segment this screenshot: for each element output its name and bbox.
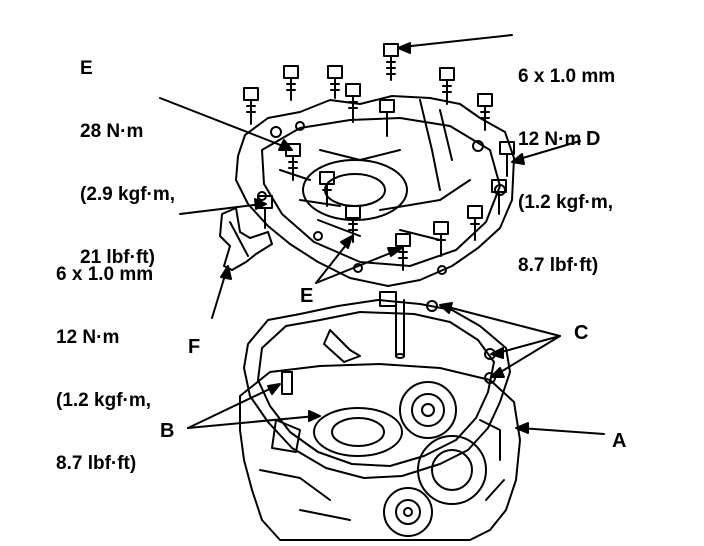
label-c: C (574, 322, 589, 344)
leader-lines (159, 34, 605, 435)
callout-e-line-3: 21 lbf·ft) (80, 247, 155, 268)
spec-top-right-line-1: 6 x 1.0 mm (518, 66, 616, 87)
callout-e-torque: E 28 N·m (2.9 kgf·m, 21 lbf·ft) (80, 16, 175, 289)
spec-top-right-line-2: 12 N·m (518, 129, 582, 150)
spec-top-right-line-3: (1.2 kgf·m, (518, 192, 614, 213)
callout-e-line-1: 28 N·m (80, 121, 144, 142)
spec-left-line-2: 12 N·m (56, 327, 120, 348)
label-b: B (160, 420, 175, 442)
spec-left-line-3: (1.2 kgf·m, (56, 390, 152, 411)
label-d: D (586, 128, 601, 150)
label-a: A (612, 430, 627, 452)
spec-left-line-4: 8.7 lbf·ft) (56, 453, 137, 474)
label-e: E (300, 285, 314, 307)
callout-bolt-spec-left: 6 x 1.0 mm 12 N·m (1.2 kgf·m, 8.7 lbf·ft… (56, 222, 153, 495)
spec-left-line-1: 6 x 1.0 mm (56, 264, 154, 285)
upper-housing (235, 95, 515, 287)
callout-bolt-spec-top-right: 6 x 1.0 mm 12 N·m (1.2 kgf·m, 8.7 lbf·ft… (518, 24, 615, 297)
label-f: F (188, 336, 201, 358)
bracket-f (219, 207, 273, 271)
lower-housing (239, 363, 521, 541)
callout-e-line-2: (2.9 kgf·m, (80, 184, 176, 205)
spec-top-right-line-4: 8.7 lbf·ft) (518, 255, 599, 276)
bolts (243, 43, 515, 271)
callout-e-letter: E (80, 58, 93, 79)
gasket-outline (243, 299, 511, 479)
dowel-pin (379, 291, 405, 359)
